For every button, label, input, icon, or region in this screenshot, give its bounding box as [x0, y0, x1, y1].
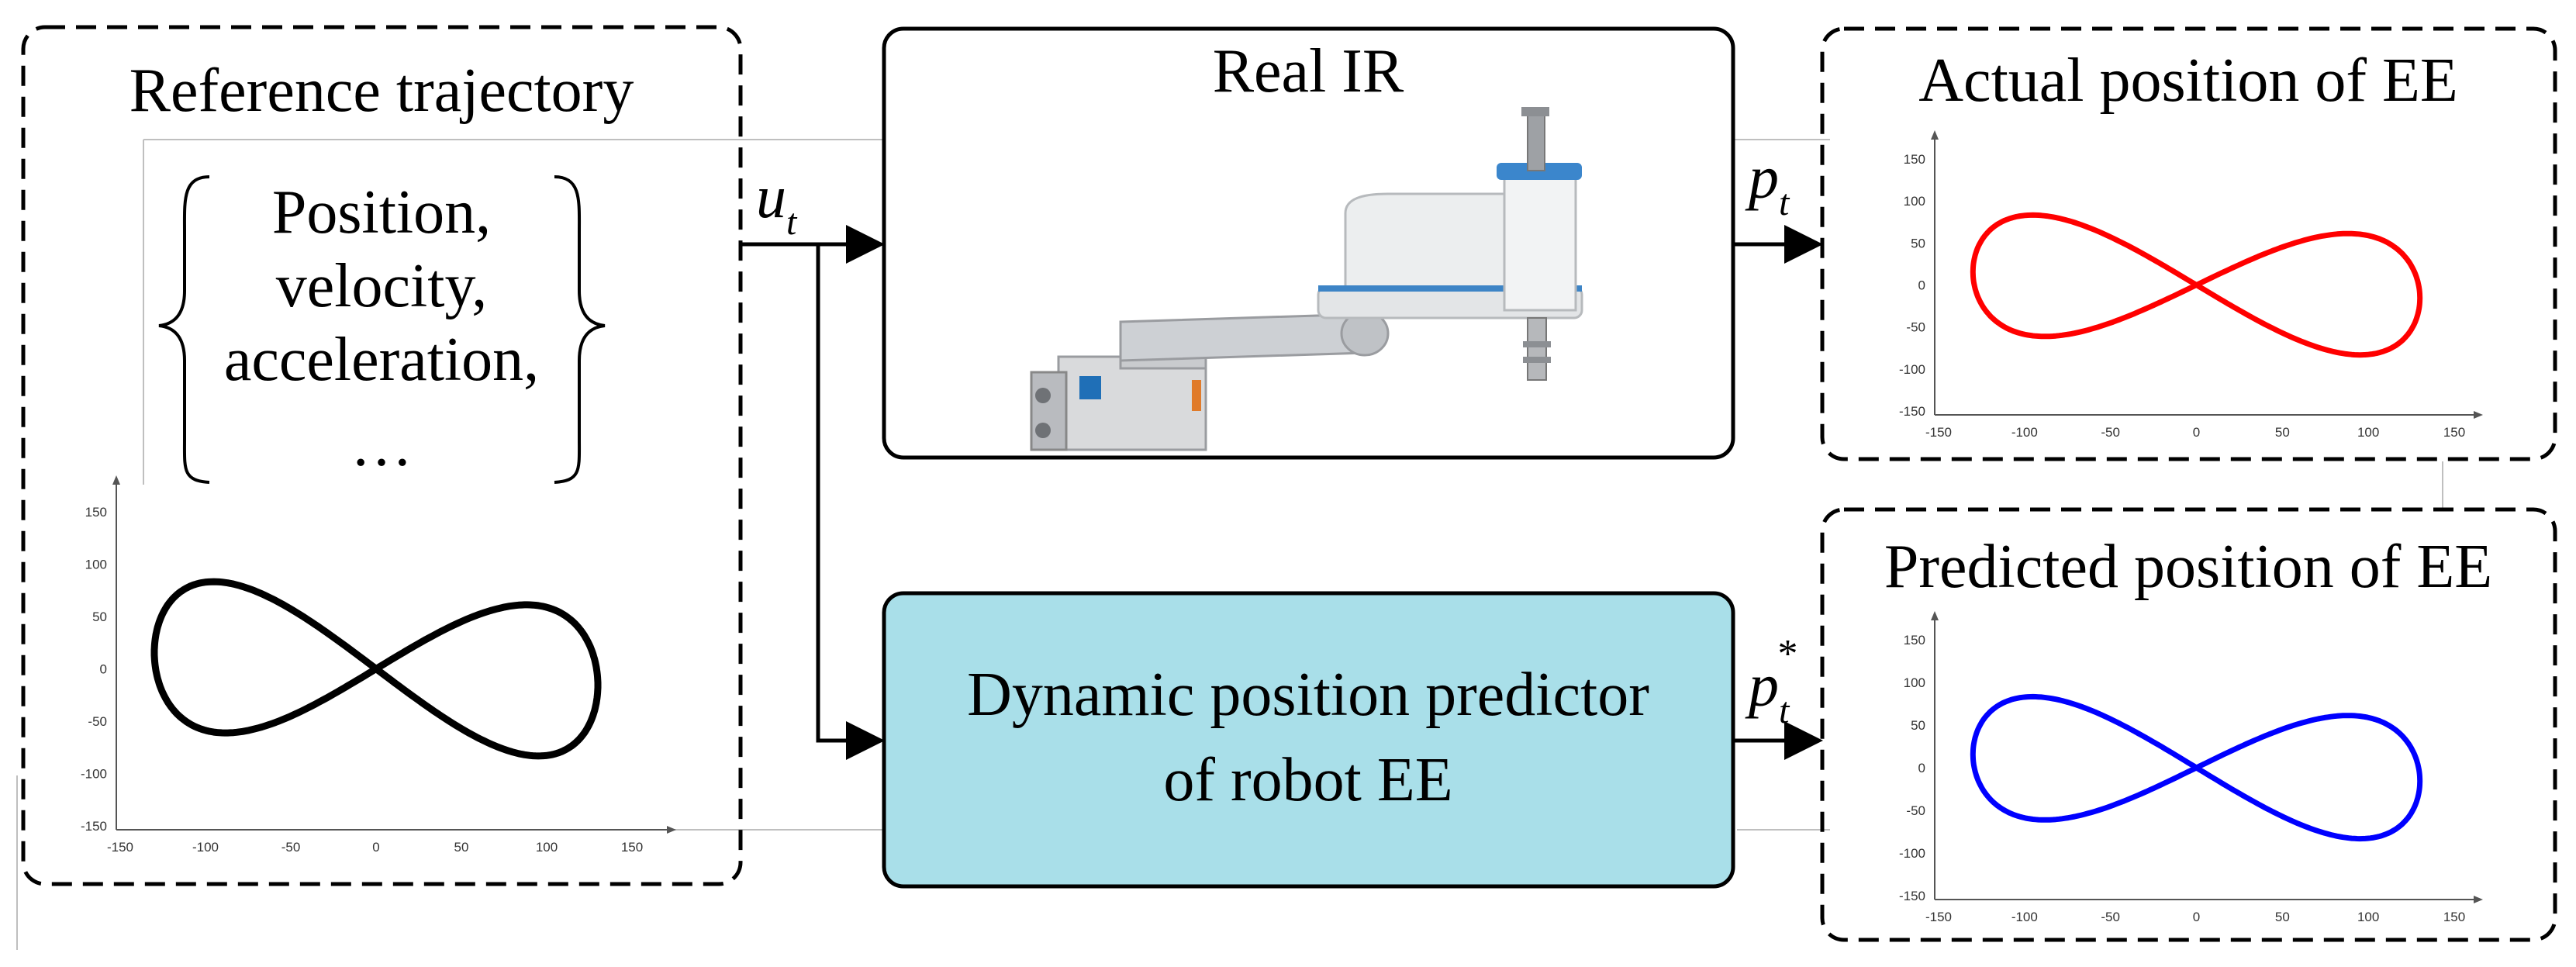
y-tick-label: 50 [92, 610, 107, 624]
reference-item-position: Position, [272, 178, 491, 247]
predictor-box [882, 591, 1735, 889]
x-tick-label: 150 [2443, 425, 2465, 440]
x-tick-label: -50 [281, 840, 301, 855]
y-tick-label: 100 [1904, 675, 1925, 690]
y-axis-arrow [1931, 130, 1939, 140]
trajectory-curve [1970, 212, 2423, 358]
y-tick-label: -150 [81, 819, 107, 834]
x-tick-label: 150 [621, 840, 643, 855]
reference-item-acceleration: acceleration, [224, 326, 539, 394]
reference-box [21, 25, 743, 886]
x-tick-label: -100 [2011, 910, 2038, 924]
x-tick-label: 100 [2357, 425, 2379, 440]
x-tick-label: -100 [2011, 425, 2038, 440]
y-tick-label: -100 [1899, 362, 1925, 377]
reference-item-ellipsis: … [350, 411, 413, 479]
y-tick-label: 100 [85, 558, 107, 572]
signal-connectors [741, 225, 1823, 760]
right-brace [554, 175, 606, 484]
x-tick-label: -50 [2101, 910, 2120, 924]
x-tick-label: 100 [536, 840, 558, 855]
x-tick-label: 150 [2443, 910, 2465, 924]
scara-robot-image [1030, 107, 1583, 451]
y-tick-label: 0 [1918, 278, 1925, 293]
x-tick-label: 0 [2193, 425, 2200, 440]
y-tick-label: -50 [88, 714, 107, 729]
predictor-label-line2: of robot EE [1163, 746, 1452, 814]
y-tick-label: 150 [85, 505, 107, 520]
x-axis-arrow [2474, 896, 2483, 903]
y-tick-label: -150 [1899, 889, 1925, 903]
y-tick-label: 150 [1904, 633, 1925, 648]
x-tick-label: -50 [2101, 425, 2120, 440]
reference-item-velocity: velocity, [276, 252, 488, 320]
y-tick-label: 0 [100, 662, 107, 677]
x-tick-label: 0 [2193, 910, 2200, 924]
y-tick-label: 50 [1911, 718, 1925, 733]
x-axis-arrow [667, 826, 676, 834]
x-tick-label: -150 [1925, 425, 1952, 440]
y-tick-label: 150 [1904, 152, 1925, 167]
x-tick-label: 0 [372, 840, 379, 855]
trajectory-curve [150, 578, 602, 760]
x-tick-label: 50 [2275, 425, 2290, 440]
actual-plot: -150 -100 -50 0 50 100 150 150 100 50 0 -50 -100 -150 [1899, 130, 2483, 440]
y-tick-label: -50 [1906, 320, 1925, 335]
x-tick-label: 50 [2275, 910, 2290, 924]
predicted-plot: -150 -100 -50 0 50 100 150 150 100 50 0 -50 -100 -150 [1899, 611, 2483, 924]
y-axis-arrow [1931, 611, 1939, 620]
x-tick-label: 100 [2357, 910, 2379, 924]
input-signal-label: ut [756, 163, 798, 243]
predicted-output-label: pt [1745, 651, 1790, 731]
x-tick-label: -150 [1925, 910, 1952, 924]
x-tick-label: -100 [192, 840, 219, 855]
y-tick-label: -50 [1906, 803, 1925, 818]
real-ir-title: Real IR [1213, 37, 1404, 105]
predictor-label-line1: Dynamic position predictor [967, 661, 1649, 729]
predicted-output-superscript: * [1776, 632, 1796, 676]
x-tick-label: -150 [107, 840, 133, 855]
trajectory-curve [1970, 693, 2423, 842]
y-axis-arrow [112, 475, 120, 485]
actual-title: Actual position of EE [1918, 47, 2457, 115]
predicted-title: Predicted position of EE [1884, 533, 2492, 601]
y-tick-label: -150 [1899, 404, 1925, 419]
reference-title: Reference trajectory [129, 57, 634, 125]
y-tick-label: 100 [1904, 194, 1925, 209]
left-brace [158, 175, 210, 484]
y-tick-label: -100 [1899, 846, 1925, 861]
reference-plot: -150 -100 -50 0 50 100 150 150 100 50 0 -50 -100 -150 [81, 475, 676, 855]
x-axis-arrow [2474, 411, 2483, 419]
y-tick-label: 50 [1911, 236, 1925, 250]
y-tick-label: -100 [81, 767, 107, 782]
actual-output-label: pt [1745, 143, 1790, 223]
y-tick-label: 0 [1918, 761, 1925, 775]
x-tick-label: 50 [454, 840, 469, 855]
